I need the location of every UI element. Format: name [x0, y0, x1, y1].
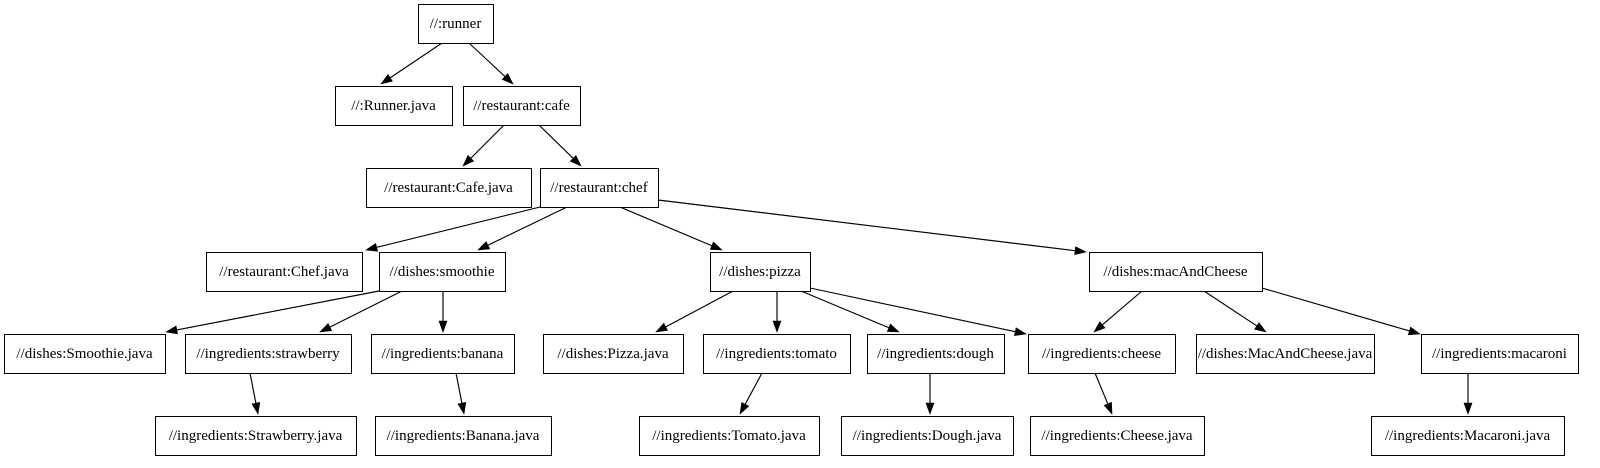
edge-cafe-to-cafejava	[462, 124, 505, 167]
edge-runner-to-cafe	[468, 42, 514, 85]
node-label-doughjava: //ingredients:Dough.java	[853, 428, 1002, 444]
edge-chef-to-smoothie	[477, 206, 568, 251]
edge-banana-to-bananajava	[455, 372, 467, 415]
node-label-cheese: //ingredients:cheese	[1042, 346, 1161, 362]
node-label-macaronijava: //ingredients:Macaroni.java	[1385, 428, 1551, 444]
edge-macandcheese-to-cheese	[1093, 290, 1143, 333]
node-label-pizza: //dishes:pizza	[719, 264, 801, 280]
node-runnerjava[interactable]: //:Runner.java	[335, 86, 453, 126]
edge-macaroni-to-macaronijava	[1463, 373, 1473, 415]
node-label-chef: //restaurant:chef	[550, 180, 647, 196]
edge-pizza-to-cheese	[809, 287, 1027, 336]
node-label-macandcheesejava: //dishes:MacAndCheese.java	[1198, 346, 1373, 362]
edge-cheese-to-cheesejava	[1094, 372, 1113, 415]
node-macandcheese[interactable]: //dishes:macAndCheese	[1089, 252, 1263, 292]
node-cheesejava[interactable]: //ingredients:Cheese.java	[1030, 416, 1205, 456]
node-label-strawberryjava: //ingredients:Strawberry.java	[169, 428, 343, 444]
edge-strawberry-to-strawberryjava	[249, 372, 261, 415]
node-strawberryjava[interactable]: //ingredients:Strawberry.java	[155, 416, 357, 456]
edge-chef-to-macandcheese	[657, 199, 1087, 256]
node-tomato[interactable]: //ingredients:tomato	[703, 334, 851, 374]
node-banana[interactable]: //ingredients:banana	[371, 334, 515, 374]
node-strawberry[interactable]: //ingredients:strawberry	[185, 334, 352, 374]
node-smoothiejava[interactable]: //dishes:Smoothie.java	[4, 334, 166, 374]
node-smoothie[interactable]: //dishes:smoothie	[379, 252, 506, 292]
node-label-chefjava: //restaurant:Chef.java	[219, 264, 349, 280]
node-label-cheesejava: //ingredients:Cheese.java	[1041, 428, 1193, 444]
node-chef[interactable]: //restaurant:chef	[540, 168, 659, 208]
node-macaronijava[interactable]: //ingredients:Macaroni.java	[1371, 416, 1565, 456]
node-label-smoothiejava: //dishes:Smoothie.java	[16, 346, 153, 362]
edge-pizza-to-tomato	[772, 291, 782, 333]
edge-runner-to-runnerjava	[380, 42, 443, 85]
edge-chef-to-chefjava	[365, 206, 541, 252]
edge-macandcheese-to-macandcheesejava	[1203, 290, 1267, 333]
node-label-macandcheese: //dishes:macAndCheese	[1103, 264, 1247, 280]
node-label-tomatojava: //ingredients:Tomato.java	[652, 428, 806, 444]
nodes-layer: //:runner //:Runner.java //restaurant:cafe…	[4, 4, 1579, 456]
edge-smoothie-to-strawberry	[319, 290, 403, 333]
edge-macandcheese-to-macaroni	[1261, 287, 1421, 336]
node-label-dough: //ingredients:dough	[877, 346, 994, 362]
edge-smoothie-to-smoothiejava	[165, 290, 380, 335]
node-macandcheesejava[interactable]: //dishes:MacAndCheese.java	[1196, 334, 1375, 374]
edge-chef-to-pizza	[619, 206, 723, 251]
node-doughjava[interactable]: //ingredients:Dough.java	[841, 416, 1014, 456]
node-pizzajava[interactable]: //dishes:Pizza.java	[543, 334, 684, 374]
node-label-runnerjava: //:Runner.java	[351, 98, 436, 114]
node-label-cafe: //restaurant:cafe	[473, 98, 570, 114]
edge-tomato-to-tomatojava	[739, 372, 763, 415]
node-dough[interactable]: //ingredients:dough	[867, 334, 1005, 374]
node-label-banana: //ingredients:banana	[382, 346, 504, 362]
node-label-runner: //:runner	[430, 16, 482, 32]
edge-pizza-to-pizzajava	[655, 290, 734, 333]
node-pizza[interactable]: //dishes:pizza	[710, 252, 811, 292]
node-label-macaroni: //ingredients:macaroni	[1432, 346, 1567, 362]
node-label-cafejava: //restaurant:Cafe.java	[384, 180, 513, 196]
node-label-strawberry: //ingredients:strawberry	[196, 346, 340, 362]
node-label-tomato: //ingredients:tomato	[716, 346, 837, 362]
node-label-smoothie: //dishes:smoothie	[390, 264, 495, 280]
edge-cafe-to-chef	[538, 124, 582, 167]
node-chefjava[interactable]: //restaurant:Chef.java	[206, 252, 363, 292]
node-tomatojava[interactable]: //ingredients:Tomato.java	[639, 416, 820, 456]
edge-pizza-to-dough	[800, 290, 900, 333]
node-label-pizzajava: //dishes:Pizza.java	[557, 346, 669, 362]
node-macaroni[interactable]: //ingredients:macaroni	[1421, 334, 1579, 374]
node-cafejava[interactable]: //restaurant:Cafe.java	[366, 168, 532, 208]
edge-dough-to-doughjava	[925, 373, 935, 415]
node-label-bananajava: //ingredients:Banana.java	[387, 428, 540, 444]
edge-smoothie-to-banana	[438, 291, 448, 333]
node-runner[interactable]: //:runner	[418, 4, 494, 44]
node-bananajava[interactable]: //ingredients:Banana.java	[375, 416, 552, 456]
edges-layer	[165, 42, 1473, 415]
node-cafe[interactable]: //restaurant:cafe	[463, 86, 581, 126]
node-cheese[interactable]: //ingredients:cheese	[1028, 334, 1176, 374]
